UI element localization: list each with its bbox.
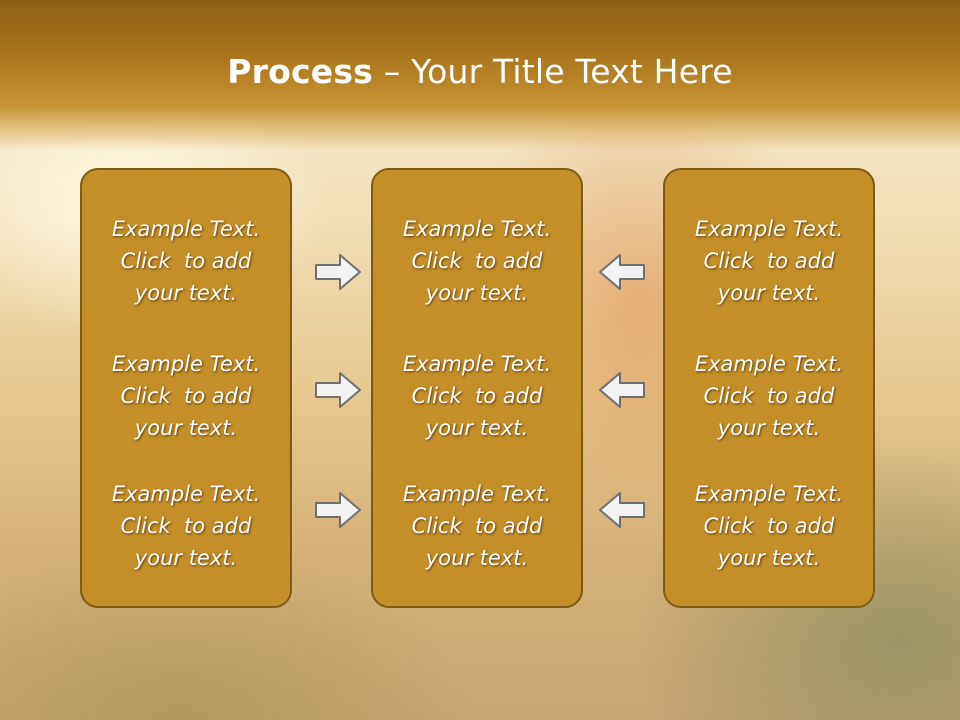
- text-placeholder[interactable]: Example Text. Click to add your text.: [111, 217, 261, 305]
- text-placeholder[interactable]: Example Text. Click to add your text.: [694, 352, 844, 440]
- text-placeholder[interactable]: Example Text. Click to add your text.: [111, 482, 261, 570]
- title-bar: [0, 0, 960, 150]
- arrow-right-icon: [315, 492, 361, 528]
- title-rest: – Your Title Text Here: [373, 52, 733, 91]
- slide-title[interactable]: Process – Your Title Text Here: [0, 52, 960, 91]
- arrow-left-icon: [599, 372, 645, 408]
- text-placeholder[interactable]: Example Text. Click to add your text.: [402, 352, 552, 440]
- text-placeholder[interactable]: Example Text. Click to add your text.: [694, 217, 844, 305]
- text-placeholder[interactable]: Example Text. Click to add your text.: [111, 352, 261, 440]
- arrow-right-icon: [315, 254, 361, 290]
- text-placeholder[interactable]: Example Text. Click to add your text.: [402, 482, 552, 570]
- process-box-left[interactable]: Example Text. Click to add your text. Ex…: [80, 168, 292, 608]
- process-box-right[interactable]: Example Text. Click to add your text. Ex…: [663, 168, 875, 608]
- process-box-middle[interactable]: Example Text. Click to add your text. Ex…: [371, 168, 583, 608]
- text-placeholder[interactable]: Example Text. Click to add your text.: [402, 217, 552, 305]
- arrow-right-icon: [315, 372, 361, 408]
- arrow-left-icon: [599, 492, 645, 528]
- text-placeholder[interactable]: Example Text. Click to add your text.: [694, 482, 844, 570]
- title-bold: Process: [227, 52, 374, 91]
- arrow-left-icon: [599, 254, 645, 290]
